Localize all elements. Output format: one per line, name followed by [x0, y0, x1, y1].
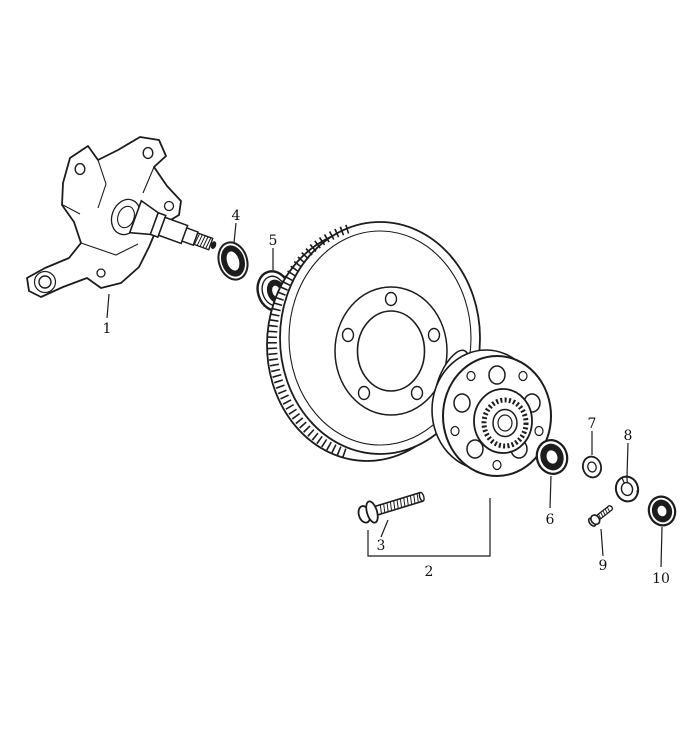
- brake-disc: [266, 221, 481, 462]
- callout-3: 3: [377, 538, 386, 554]
- washer-hole: [587, 461, 597, 473]
- callout-6: 6: [546, 512, 555, 528]
- disc-vent-hatching: [267, 224, 350, 459]
- knuckle-hole-right: [163, 200, 175, 212]
- spindle-thread-ticks: [193, 233, 212, 249]
- disc-bolt-hole: [427, 327, 441, 343]
- leader-line-4: [233, 222, 237, 244]
- screw-shaft: [596, 504, 614, 520]
- disc-friction-edge: [288, 230, 472, 446]
- screw-head: [590, 514, 601, 526]
- spindle-shaft: [128, 199, 217, 251]
- leader-line-8: [626, 442, 629, 477]
- leader-line-1: [106, 293, 110, 319]
- leader-line-9: [600, 528, 604, 557]
- hub-lightening-hole: [466, 439, 484, 459]
- knuckle-fold-lines: [62, 159, 155, 256]
- spindle-step: [181, 227, 199, 247]
- clamp-nut: [614, 475, 640, 503]
- disc-bolt-hole: [384, 291, 398, 307]
- mounting-bolt: [357, 491, 425, 524]
- leader-line-3: [380, 519, 389, 538]
- hub-stud-hole: [492, 459, 502, 471]
- steering-arm-hole: [38, 275, 52, 289]
- hub-stud-hole: [518, 370, 528, 382]
- outer-bearing: [535, 439, 569, 475]
- bolt-shaft: [375, 491, 424, 516]
- wheel-hub: [431, 349, 552, 477]
- callout-9: 9: [599, 558, 608, 574]
- hub-stud-hole: [450, 425, 460, 437]
- knuckle-hole-top-left: [74, 162, 86, 176]
- grease-cap: [647, 495, 677, 527]
- callout-2-bracket: [367, 498, 491, 557]
- cap-dark-ring: [651, 499, 673, 523]
- cap-center: [656, 504, 668, 518]
- disc-bolt-hole: [341, 327, 355, 343]
- hub-stud-hole: [466, 370, 476, 382]
- knuckle-hole-bottom: [96, 268, 106, 278]
- knuckle-hole-top-right: [142, 146, 154, 160]
- steering-arm-boss: [33, 270, 57, 294]
- callout-5: 5: [269, 233, 278, 249]
- thrust-washer: [581, 455, 603, 479]
- screw-thread-ticks: [598, 506, 610, 519]
- hub-spline-ring: [481, 397, 529, 449]
- clamp-screw: [587, 504, 614, 527]
- bolt-thread-ticks: [379, 493, 419, 514]
- spindle-boss-inner: [117, 205, 135, 229]
- bolt-tip: [418, 491, 425, 502]
- spindle-bearing-seat: [157, 216, 189, 245]
- clamp-nut-slot: [621, 476, 638, 498]
- disc-center-hole: [356, 310, 426, 392]
- clamp-nut-bore: [620, 481, 634, 497]
- disc-bolt-hole: [410, 385, 424, 401]
- callout-10: 10: [652, 571, 670, 587]
- hub-lightening-hole: [453, 393, 471, 413]
- hub-bore-inner: [497, 414, 513, 432]
- inner-seal: [217, 241, 249, 281]
- callouts: 1 2 3 4 5 6 7 8 9 10: [103, 208, 670, 587]
- outer-bearing-bore: [545, 448, 559, 466]
- spindle-tip: [210, 241, 217, 249]
- knuckle-body: [26, 136, 182, 298]
- leader-line-6: [549, 475, 552, 509]
- leader-line-10: [660, 526, 663, 568]
- callout-2: 2: [425, 564, 434, 580]
- hub-bore: [492, 408, 518, 438]
- callout-8: 8: [624, 428, 633, 444]
- hub-lightening-hole: [488, 365, 506, 385]
- callout-1: 1: [103, 321, 112, 337]
- disc-bolt-hole: [357, 385, 371, 401]
- callout-7: 7: [588, 416, 597, 432]
- steering-knuckle: [26, 136, 217, 298]
- hub-stud-hole: [534, 425, 544, 437]
- seal-bore: [225, 250, 241, 272]
- spindle-shoulder: [149, 211, 167, 239]
- bolt-collar: [365, 500, 379, 524]
- callout-4: 4: [232, 208, 241, 224]
- outer-bearing-dark-ring: [540, 443, 564, 471]
